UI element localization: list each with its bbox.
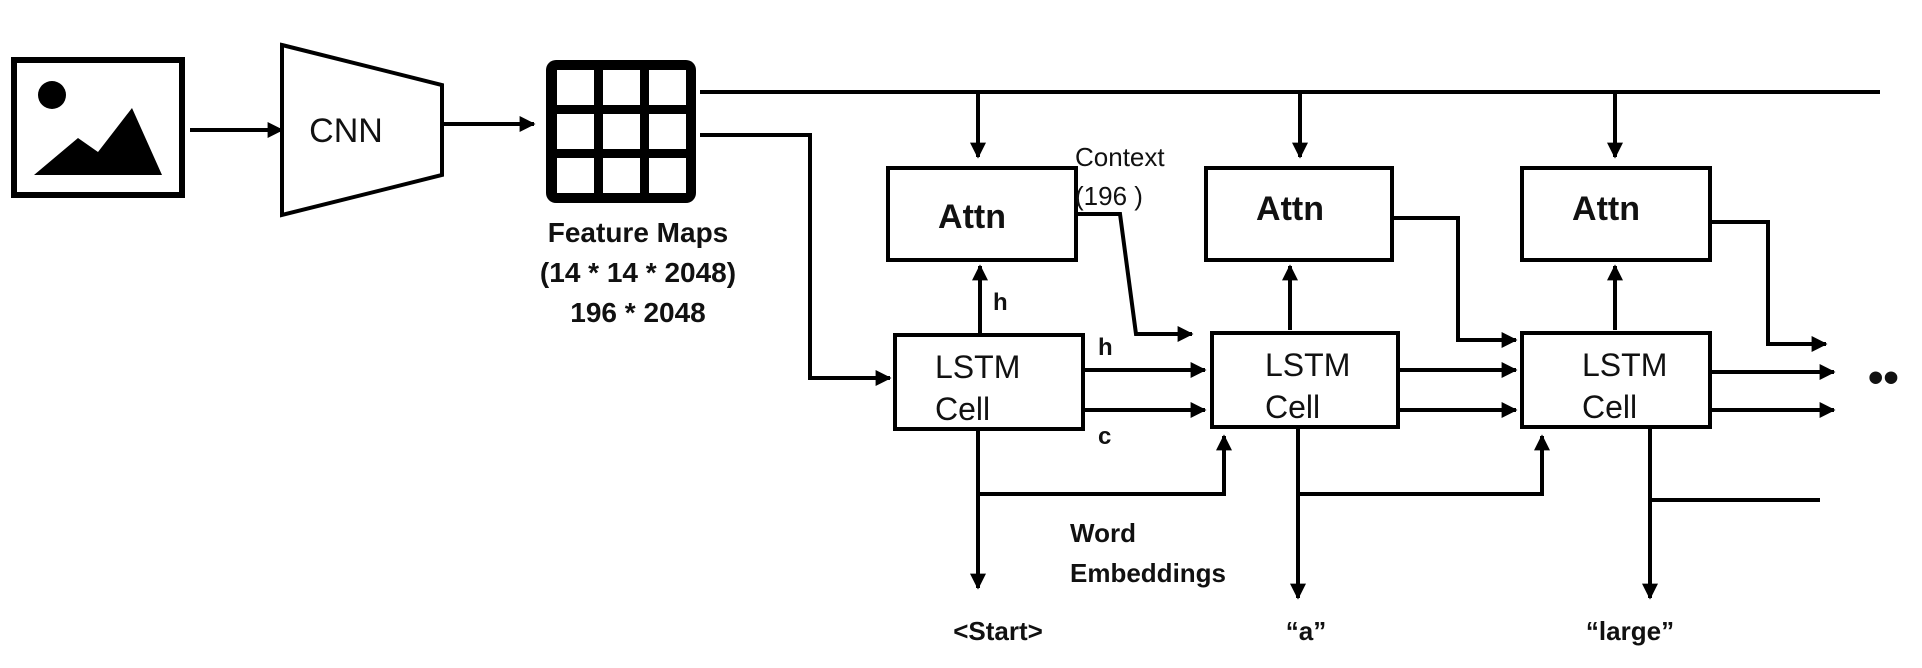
cnn-label: CNN <box>309 112 383 150</box>
lstm-label-line2: Cell <box>1265 389 1320 425</box>
arrow-feature-maps-to-lstm-1 <box>700 133 892 386</box>
lstm-label-line2: Cell <box>1582 389 1637 425</box>
arrow-embedding-2-to-lstm-3 <box>1296 427 1550 496</box>
attn-label: Attn <box>938 198 1006 236</box>
arrow-attn-3-to-next <box>1710 220 1828 352</box>
feature-maps-title: Feature Maps <box>548 217 729 248</box>
word-embeddings-label-line2: Embeddings <box>1070 558 1226 588</box>
attn-block-3: Attn <box>1520 166 1712 262</box>
output-token-start: <Start> <box>953 616 1043 646</box>
output-token-large: “large” <box>1586 616 1674 646</box>
lstm-label-line2: Cell <box>935 391 990 427</box>
input-image-icon <box>11 57 185 198</box>
lstm-cell-3: LSTM Cell <box>1520 331 1712 429</box>
output-token-a: “a” <box>1286 616 1326 646</box>
lstm-label-line1: LSTM <box>935 349 1020 385</box>
attn-block-1: Attn <box>886 166 1078 262</box>
attn-label: Attn <box>1256 190 1324 228</box>
lstm-label-line1: LSTM <box>1265 347 1350 383</box>
lstm-cell-1: LSTM Cell <box>893 333 1085 431</box>
lstm-label-line1: LSTM <box>1582 347 1667 383</box>
feature-maps-flat-dims: 196 * 2048 <box>570 297 705 328</box>
context-label: Context <box>1075 142 1165 172</box>
continuation-dots: •• <box>1868 353 1899 402</box>
attn-block-2: Attn <box>1204 166 1394 262</box>
context-size-label: (196 ) <box>1075 181 1143 211</box>
h-forward-label: h <box>1098 334 1113 361</box>
arrow-attn-2-to-lstm-3 <box>1392 216 1518 348</box>
lstm-cell-2: LSTM Cell <box>1210 331 1400 429</box>
feature-maps-grid-icon <box>546 60 696 203</box>
cnn-block: CNN <box>280 42 444 218</box>
c-forward-label: c <box>1098 423 1111 450</box>
arrow-attn-1-to-lstm-2 <box>1076 212 1194 342</box>
h-up-label: h <box>993 289 1008 316</box>
attn-label: Attn <box>1572 190 1640 228</box>
word-embeddings-label-line1: Word <box>1070 518 1136 548</box>
feature-maps-dims: (14 * 14 * 2048) <box>540 257 736 288</box>
